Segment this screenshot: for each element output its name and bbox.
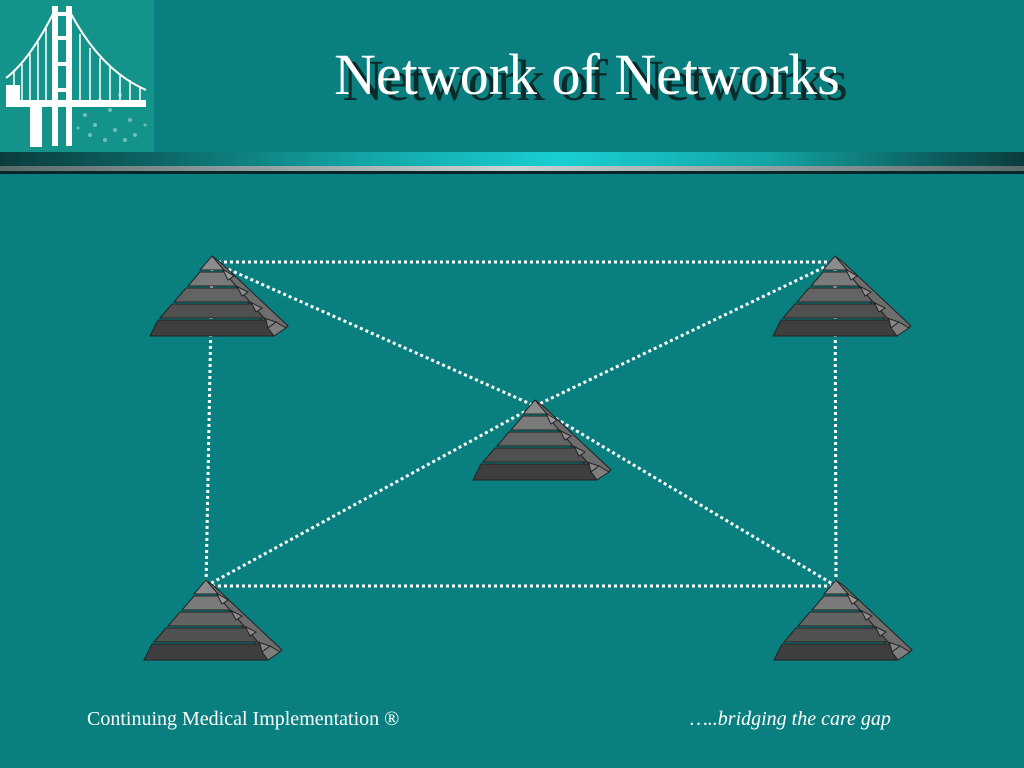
link-top-right-center [534,260,836,408]
link-top-left-center [211,260,536,408]
pyramid-icon [773,579,913,661]
pyramid-icon [143,579,283,661]
header-banner [0,152,1024,166]
pyramid-icon [472,399,612,481]
logo [0,0,154,152]
link-center-bottom-right [534,404,837,588]
link-center-bottom-left [205,404,536,588]
pyramid-icon [772,255,912,337]
footer-org: Continuing Medical Implementation ® [87,708,400,730]
slide-title-shadow: Network of Networks [342,48,848,113]
slide-title-text: Network of Networks [334,42,840,107]
slide-title: Network of Networks Network of Networks [334,40,848,113]
header-rule-shadow [0,171,1024,174]
title-area: Network of Networks Network of Networks [0,40,1024,113]
footer-tagline: …..bridging the care gap [690,708,891,730]
network-nodes [143,255,913,661]
pyramid-icon [149,255,289,337]
header-rule [0,166,1024,171]
golden-gate-bridge-icon [5,6,147,147]
